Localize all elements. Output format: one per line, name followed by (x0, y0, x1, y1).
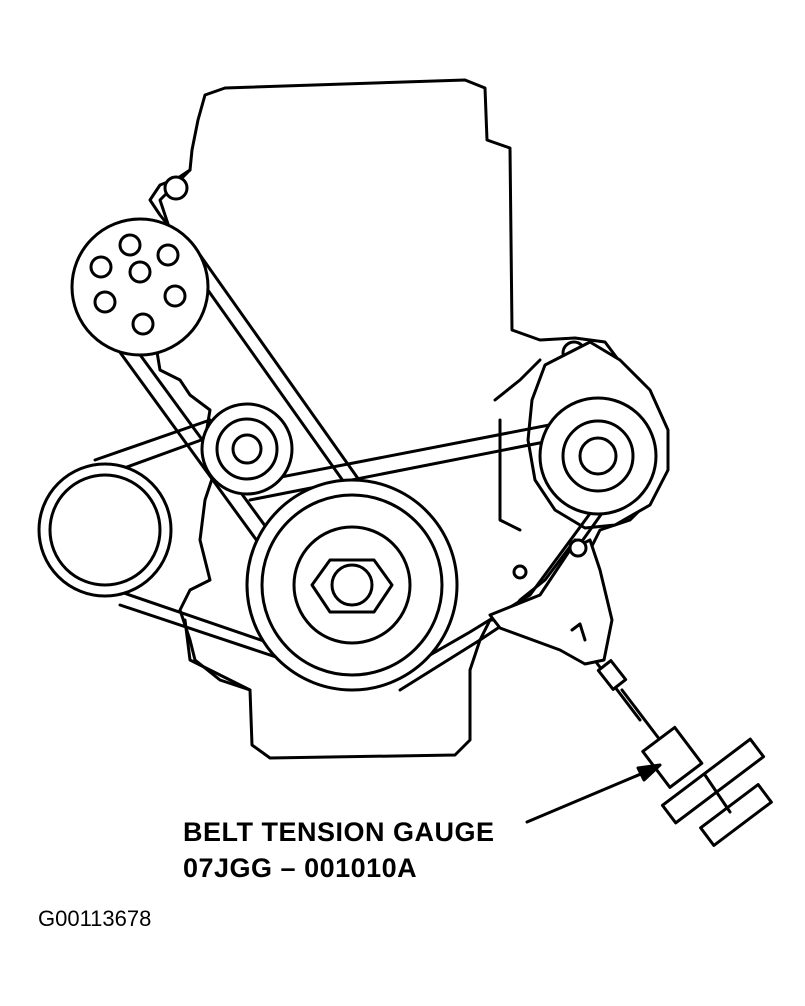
ps-pulley (70, 217, 210, 357)
ps-hole (131, 312, 155, 336)
bolt-small (512, 564, 528, 580)
ps-hole (163, 284, 187, 308)
ac-pulley-inner (48, 473, 162, 587)
ps-hole (93, 290, 117, 314)
ps-hole (118, 233, 142, 257)
ps-hole (128, 260, 152, 284)
idler-ring (215, 417, 279, 481)
crank-washer (330, 563, 374, 607)
callout-leader (525, 766, 657, 824)
ps-hole (156, 243, 180, 267)
callout-arrowhead (636, 763, 662, 782)
gauge-collar (596, 659, 628, 691)
gauge-stem (703, 773, 732, 814)
gauge-shaft (620, 688, 662, 742)
block-detail (183, 618, 252, 692)
callout-tool-number: 07JGG – 001010A (183, 853, 418, 883)
block-detail (493, 358, 542, 402)
block-detail (498, 418, 522, 532)
tensioner-bolt (568, 538, 588, 558)
crank-nut (310, 558, 394, 614)
alternator-hub (578, 436, 618, 476)
ps-hole (89, 255, 113, 279)
figure-id: G00113678 (38, 906, 152, 931)
crank-hub (292, 525, 412, 645)
gauge-body (641, 725, 704, 789)
alternator-pulley (538, 396, 658, 516)
tensioner-slot (570, 622, 587, 642)
callout-tool-name: BELT TENSION GAUGE (183, 817, 495, 847)
idler-pulley (200, 402, 294, 496)
ac-pulley (37, 462, 173, 598)
crank-pulley-rim (260, 493, 444, 677)
bolt-top (163, 175, 189, 201)
gauge-handle-top (660, 737, 766, 825)
gauge-handle-bottom (699, 783, 773, 847)
alternator-ring (561, 419, 635, 493)
idler-hub (231, 433, 263, 465)
crank-pulley (245, 478, 459, 692)
